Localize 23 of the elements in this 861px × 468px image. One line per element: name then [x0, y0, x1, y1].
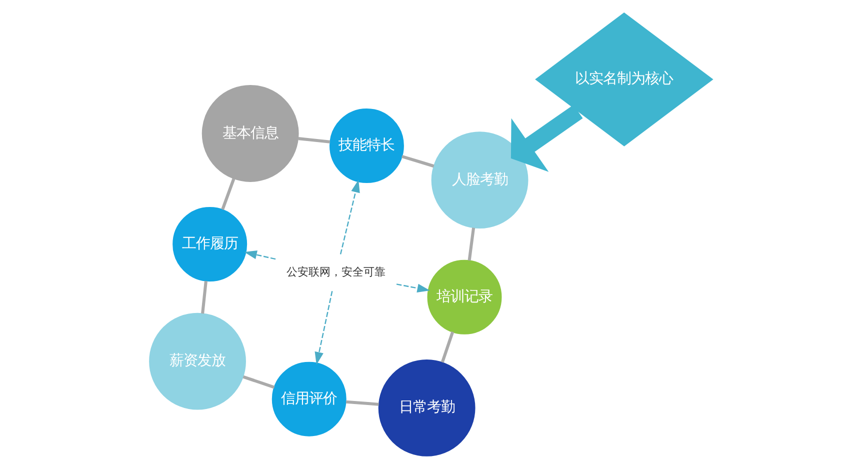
node-circle: 工作履历	[172, 206, 247, 281]
connector	[220, 178, 235, 210]
connector	[345, 400, 378, 406]
arrow	[339, 179, 360, 254]
node-diamond: 以实名制为核心	[534, 12, 713, 146]
node-circle: 薪资发放	[148, 312, 246, 410]
arrow	[396, 283, 430, 292]
node-circle: 日常考勤	[378, 359, 475, 456]
connector	[440, 330, 454, 362]
connector	[242, 374, 274, 388]
connector	[400, 154, 434, 168]
arrow	[510, 104, 582, 172]
node-circle: 基本信息	[201, 84, 298, 182]
node-circle: 技能特长	[328, 108, 404, 182]
arrow	[314, 290, 332, 364]
connector	[467, 227, 475, 260]
connector	[298, 136, 330, 143]
connector	[200, 280, 207, 314]
node-circle: 信用评价	[271, 361, 346, 436]
node-circle: 人脸考勤	[430, 131, 528, 228]
node-text: 公安联网，安全可靠	[286, 265, 386, 278]
arrow	[244, 250, 276, 260]
node-circle: 培训记录	[426, 259, 502, 334]
